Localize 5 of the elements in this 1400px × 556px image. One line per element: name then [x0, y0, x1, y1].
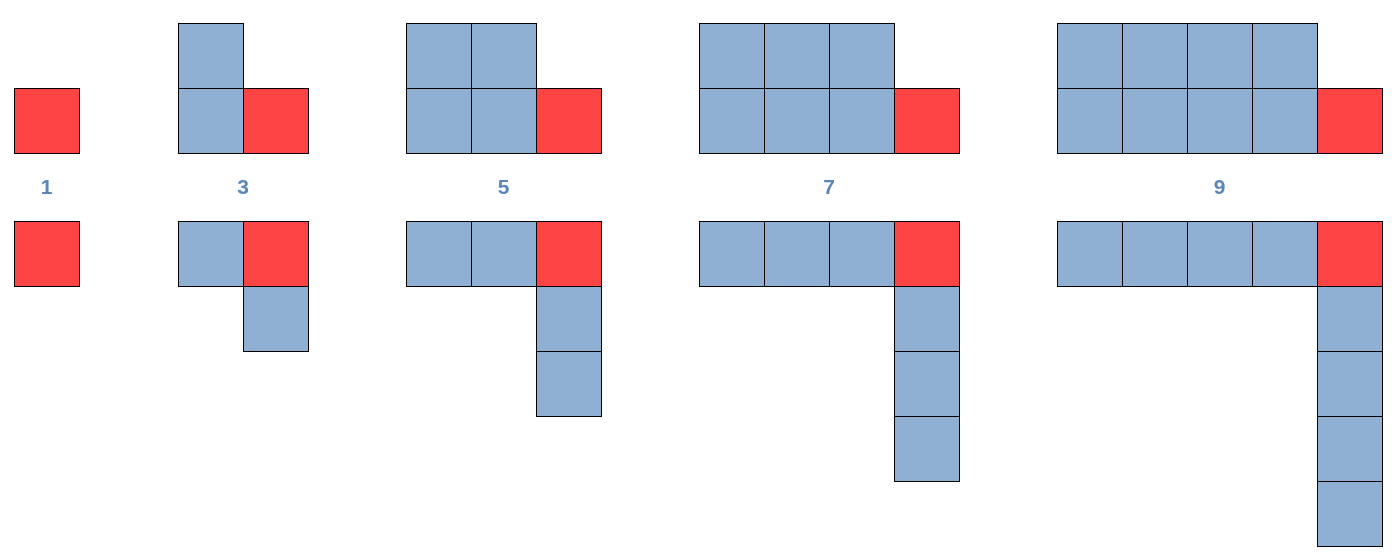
count-label: 7	[823, 174, 835, 200]
count-label: 1	[40, 174, 53, 200]
count-label: 3	[237, 174, 249, 200]
count-label: 9	[1213, 174, 1226, 200]
count-label: 5	[497, 174, 510, 200]
